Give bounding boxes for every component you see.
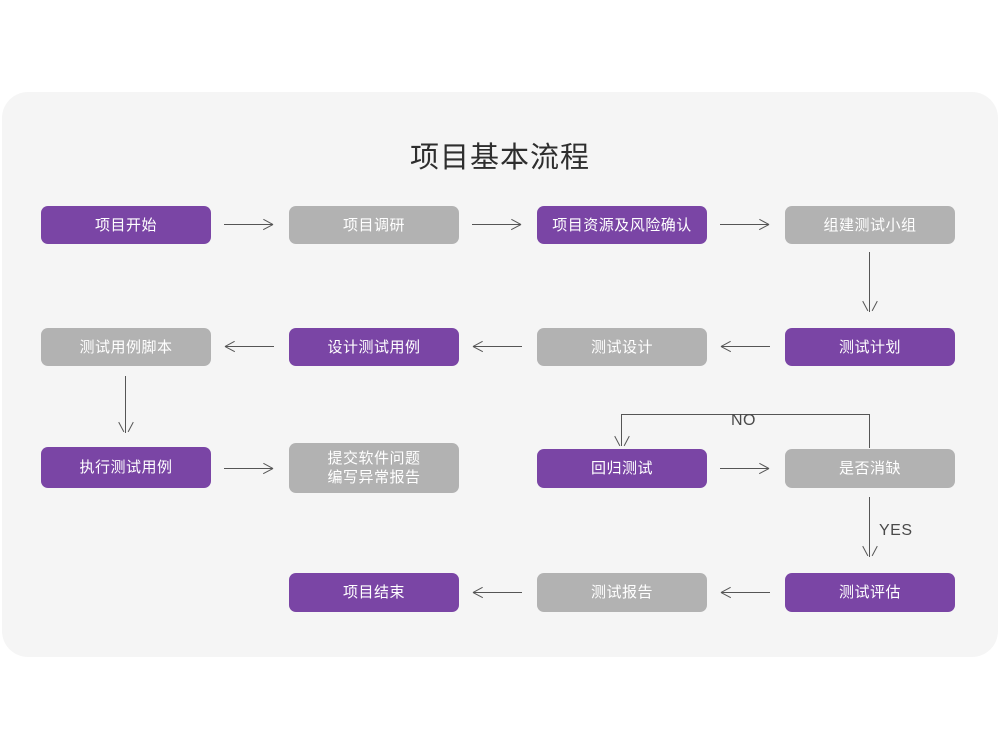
node-test-report[interactable]: 测试报告: [537, 573, 707, 612]
node-resource-risk-confirm[interactable]: 项目资源及风险确认: [537, 206, 707, 244]
node-execute-test-case[interactable]: 执行测试用例: [41, 447, 211, 488]
node-test-case-script[interactable]: 测试用例脚本: [41, 328, 211, 366]
page-title: 项目基本流程: [409, 142, 590, 174]
node-regression-test[interactable]: 回归测试: [537, 449, 707, 488]
node-test-evaluation[interactable]: 测试评估: [785, 573, 955, 612]
node-design-test-case[interactable]: 设计测试用例: [289, 328, 459, 366]
node-test-plan[interactable]: 测试计划: [785, 328, 955, 366]
diagram-canvas: [2, 92, 998, 657]
node-project-start[interactable]: 项目开始: [41, 206, 211, 244]
node-project-end[interactable]: 项目结束: [289, 573, 459, 612]
edge-label-yes: YES: [879, 522, 913, 539]
edge-label-no: NO: [731, 412, 756, 429]
node-defect-cleared-decision[interactable]: 是否消缺: [785, 449, 955, 488]
node-submit-defect-report[interactable]: 提交软件问题 编写异常报告: [289, 443, 459, 493]
node-test-design[interactable]: 测试设计: [537, 328, 707, 366]
node-build-test-team[interactable]: 组建测试小组: [785, 206, 955, 244]
node-project-research[interactable]: 项目调研: [289, 206, 459, 244]
